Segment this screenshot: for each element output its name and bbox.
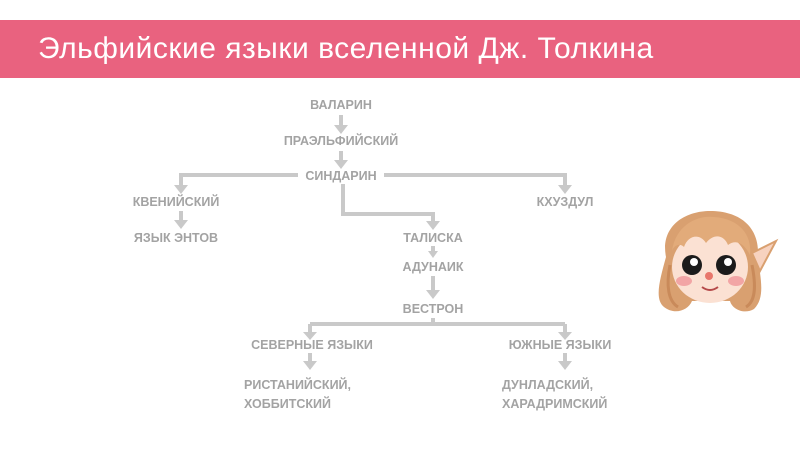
node-taliska: ТАЛИСКА: [403, 231, 462, 245]
node-southern-children-line1: ДУНЛАДСКИЙ,: [502, 377, 593, 392]
node-adunaic: АДУНАИК: [403, 260, 464, 274]
arrow-sindarin-khuzdul: [558, 185, 572, 194]
arrow-adunaic-westron: [426, 290, 440, 299]
arrow-northern-children: [303, 361, 317, 370]
arrow-taliska-adunaic: [428, 251, 438, 258]
edge-sindarin-taliska: [343, 184, 433, 222]
node-quenya: КВЕНИЙСКИЙ: [133, 194, 220, 209]
node-sindarin: СИНДАРИН: [305, 169, 376, 183]
arrow-sindarin-taliska: [426, 221, 440, 230]
arrow-proto-sindarin: [334, 160, 348, 169]
edge-sindarin-khuzdul: [384, 175, 565, 186]
edge-sindarin-quenya: [181, 175, 298, 186]
arrow-southern-children: [558, 361, 572, 370]
node-westron: ВЕСТРОН: [403, 302, 464, 316]
tree-nodes: ВАЛАРИН ПРАЭЛЬФИЙСКИЙ СИНДАРИН КВЕНИЙСКИ…: [133, 98, 612, 411]
arrow-sindarin-quenya: [174, 185, 188, 194]
node-southern-children-line2: ХАРАДРИМСКИЙ: [502, 396, 607, 411]
node-khuzdul: КХУЗДУЛ: [537, 195, 594, 209]
elf-girl-illustration: [648, 205, 780, 317]
node-proto-elvish: ПРАЭЛЬФИЙСКИЙ: [284, 133, 398, 148]
arrow-valarin-proto: [334, 125, 348, 134]
node-northern-children-line1: РИСТАНИЙСКИЙ,: [244, 377, 351, 392]
node-southern-languages: ЮЖНЫЕ ЯЗЫКИ: [509, 338, 612, 352]
node-northern-languages: СЕВЕРНЫЕ ЯЗЫКИ: [251, 338, 373, 352]
arrow-quenya-entish: [174, 220, 188, 229]
tree-edges: [174, 115, 572, 370]
node-valarin: ВАЛАРИН: [310, 98, 372, 112]
node-northern-children-line2: ХОББИТСКИЙ: [244, 396, 331, 411]
edge-westron-north-south: [310, 318, 565, 333]
node-entish: ЯЗЫК ЭНТОВ: [134, 231, 218, 245]
